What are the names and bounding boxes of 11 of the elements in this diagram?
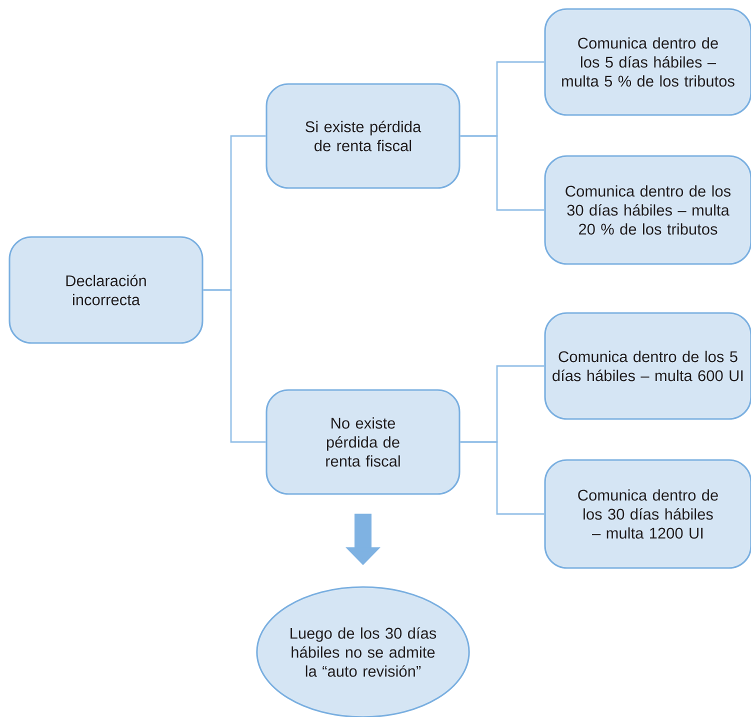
process-box: Comunica dentro de los 5 días hábiles – multa 5 % de los tributos xyxy=(544,8,751,116)
process-box: Comunica dentro de los 30 días hábiles – multa 1200 UI xyxy=(544,459,751,569)
bracket-line xyxy=(460,135,544,211)
bracket-line xyxy=(203,289,266,443)
ellipse-node: Luego de los 30 días hábiles no se admite la “auto revisión” xyxy=(256,586,470,717)
process-box: Comunica dentro de los 30 días hábiles – multa 20 % de los tributos xyxy=(544,155,751,265)
process-box: Comunica dentro de los 5 días hábiles – multa 600 UI xyxy=(544,312,751,420)
bracket-line xyxy=(460,441,544,515)
process-box: Declaración incorrecta xyxy=(8,236,204,344)
process-box: No existe pérdida de renta fiscal xyxy=(266,389,460,495)
process-box: Si existe pérdida de renta fiscal xyxy=(266,83,460,189)
